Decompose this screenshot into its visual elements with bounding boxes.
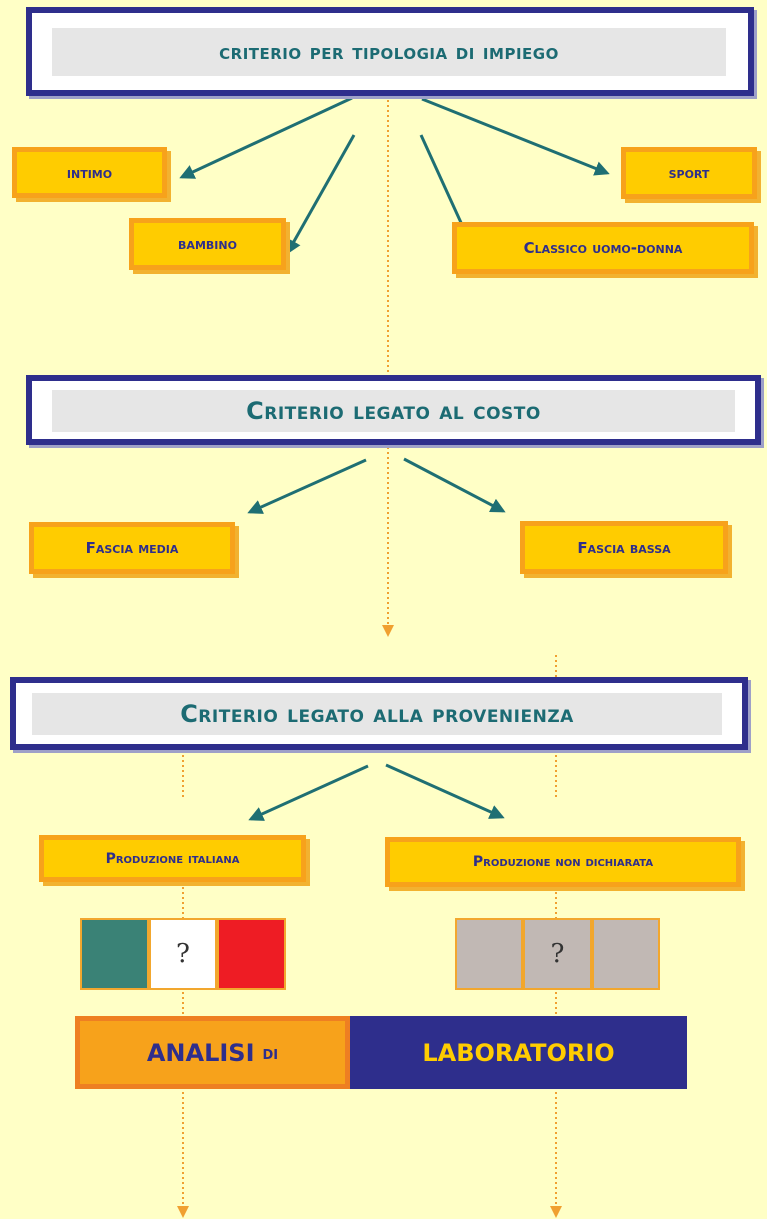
arrow-to-produzione-non-dichiarata xyxy=(385,763,505,819)
category-produzione-non-dichiarata: Produzione non dichiarata xyxy=(385,837,741,887)
arrowhead-out-left xyxy=(177,1206,189,1218)
criterion-box-provenienza: Criterio legato alla provenienza xyxy=(10,677,748,750)
criterion-title-provenienza: Criterio legato alla provenienza xyxy=(32,693,722,735)
lab-banner-right: LABORATORIO xyxy=(350,1016,687,1089)
flag-question-mark: ? xyxy=(176,939,190,969)
category-classico-uomo-donna: Classico uomo-donna xyxy=(452,222,754,274)
grey-stripe-right xyxy=(591,918,660,990)
grey-stripe-left xyxy=(455,918,524,990)
arrow-to-bambino xyxy=(286,134,356,255)
lab-word-di: di xyxy=(262,1041,279,1064)
arrowhead-out-right xyxy=(550,1206,562,1218)
category-intimo: intimo xyxy=(12,147,167,198)
arrow-to-fascia-media xyxy=(247,458,367,514)
arrow-to-produzione-italiana xyxy=(248,764,369,821)
lab-analysis-banner: ANALISI di LABORATORIO xyxy=(75,1016,687,1089)
lab-banner-left: ANALISI di xyxy=(75,1016,350,1089)
arrow-to-sport xyxy=(421,97,610,176)
lab-word-analisi: ANALISI xyxy=(146,1038,255,1067)
category-produzione-italiana: Produzione italiana xyxy=(39,835,306,882)
undeclared-flag: ? xyxy=(455,918,660,990)
category-fascia-media: Fascia media xyxy=(29,522,235,574)
arrowhead-middle xyxy=(382,625,394,637)
category-fascia-bassa: Fascia bassa xyxy=(520,521,728,574)
arrow-to-intimo xyxy=(179,96,353,179)
criterion-title-costo: Criterio legato al costo xyxy=(52,390,735,432)
criterion-title-tipologia: criterio per tipologia di impiego xyxy=(52,28,726,76)
flag-green-stripe xyxy=(80,918,149,990)
category-sport: sport xyxy=(621,147,757,199)
arrow-to-classico xyxy=(419,134,470,241)
flag-red-stripe xyxy=(217,918,286,990)
criterion-box-costo: Criterio legato al costo xyxy=(26,375,761,445)
arrow-to-fascia-bassa xyxy=(403,457,506,513)
category-bambino: bambino xyxy=(129,218,286,270)
undeclared-question-mark: ? xyxy=(550,939,565,969)
lab-word-laboratorio: LABORATORIO xyxy=(422,1038,615,1067)
italian-flag: ? xyxy=(80,918,286,990)
criterion-box-tipologia: criterio per tipologia di impiego xyxy=(26,7,754,96)
flag-white-stripe: ? xyxy=(148,918,218,990)
grey-stripe-middle: ? xyxy=(523,918,592,990)
